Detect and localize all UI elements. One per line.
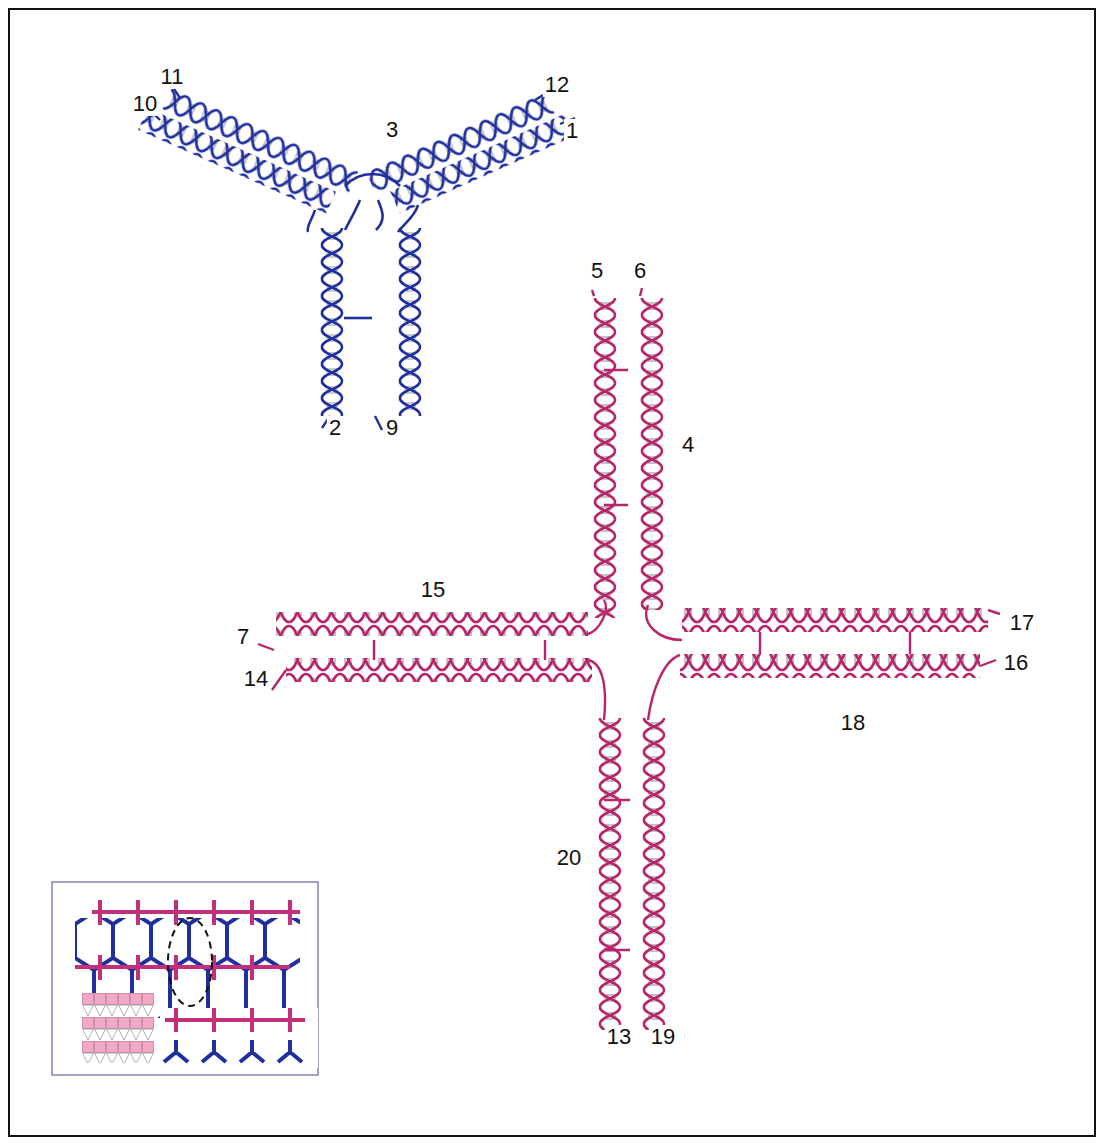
callout-number: 6 (632, 259, 648, 283)
callout-number: 5 (589, 259, 605, 283)
callout-number: 20 (555, 846, 583, 870)
callout-number: 2 (327, 416, 343, 440)
callout-number: 13 (605, 1025, 633, 1049)
callout-number: 15 (419, 578, 447, 602)
callout-number: 9 (384, 416, 400, 440)
callout-number: 14 (242, 667, 270, 691)
callout-number: 11 (159, 65, 186, 89)
callout-number: 4 (680, 433, 696, 457)
callout-number: 7 (235, 625, 251, 649)
callout-number: 12 (543, 73, 571, 97)
callout-number: 10 (131, 92, 159, 116)
callout-number: 16 (1002, 651, 1030, 675)
callout-number: 19 (649, 1025, 677, 1049)
callout-number: 1 (564, 119, 580, 143)
callout-number: 17 (1008, 611, 1036, 635)
callout-number: 18 (839, 711, 867, 735)
callout-number: 3 (384, 118, 400, 142)
